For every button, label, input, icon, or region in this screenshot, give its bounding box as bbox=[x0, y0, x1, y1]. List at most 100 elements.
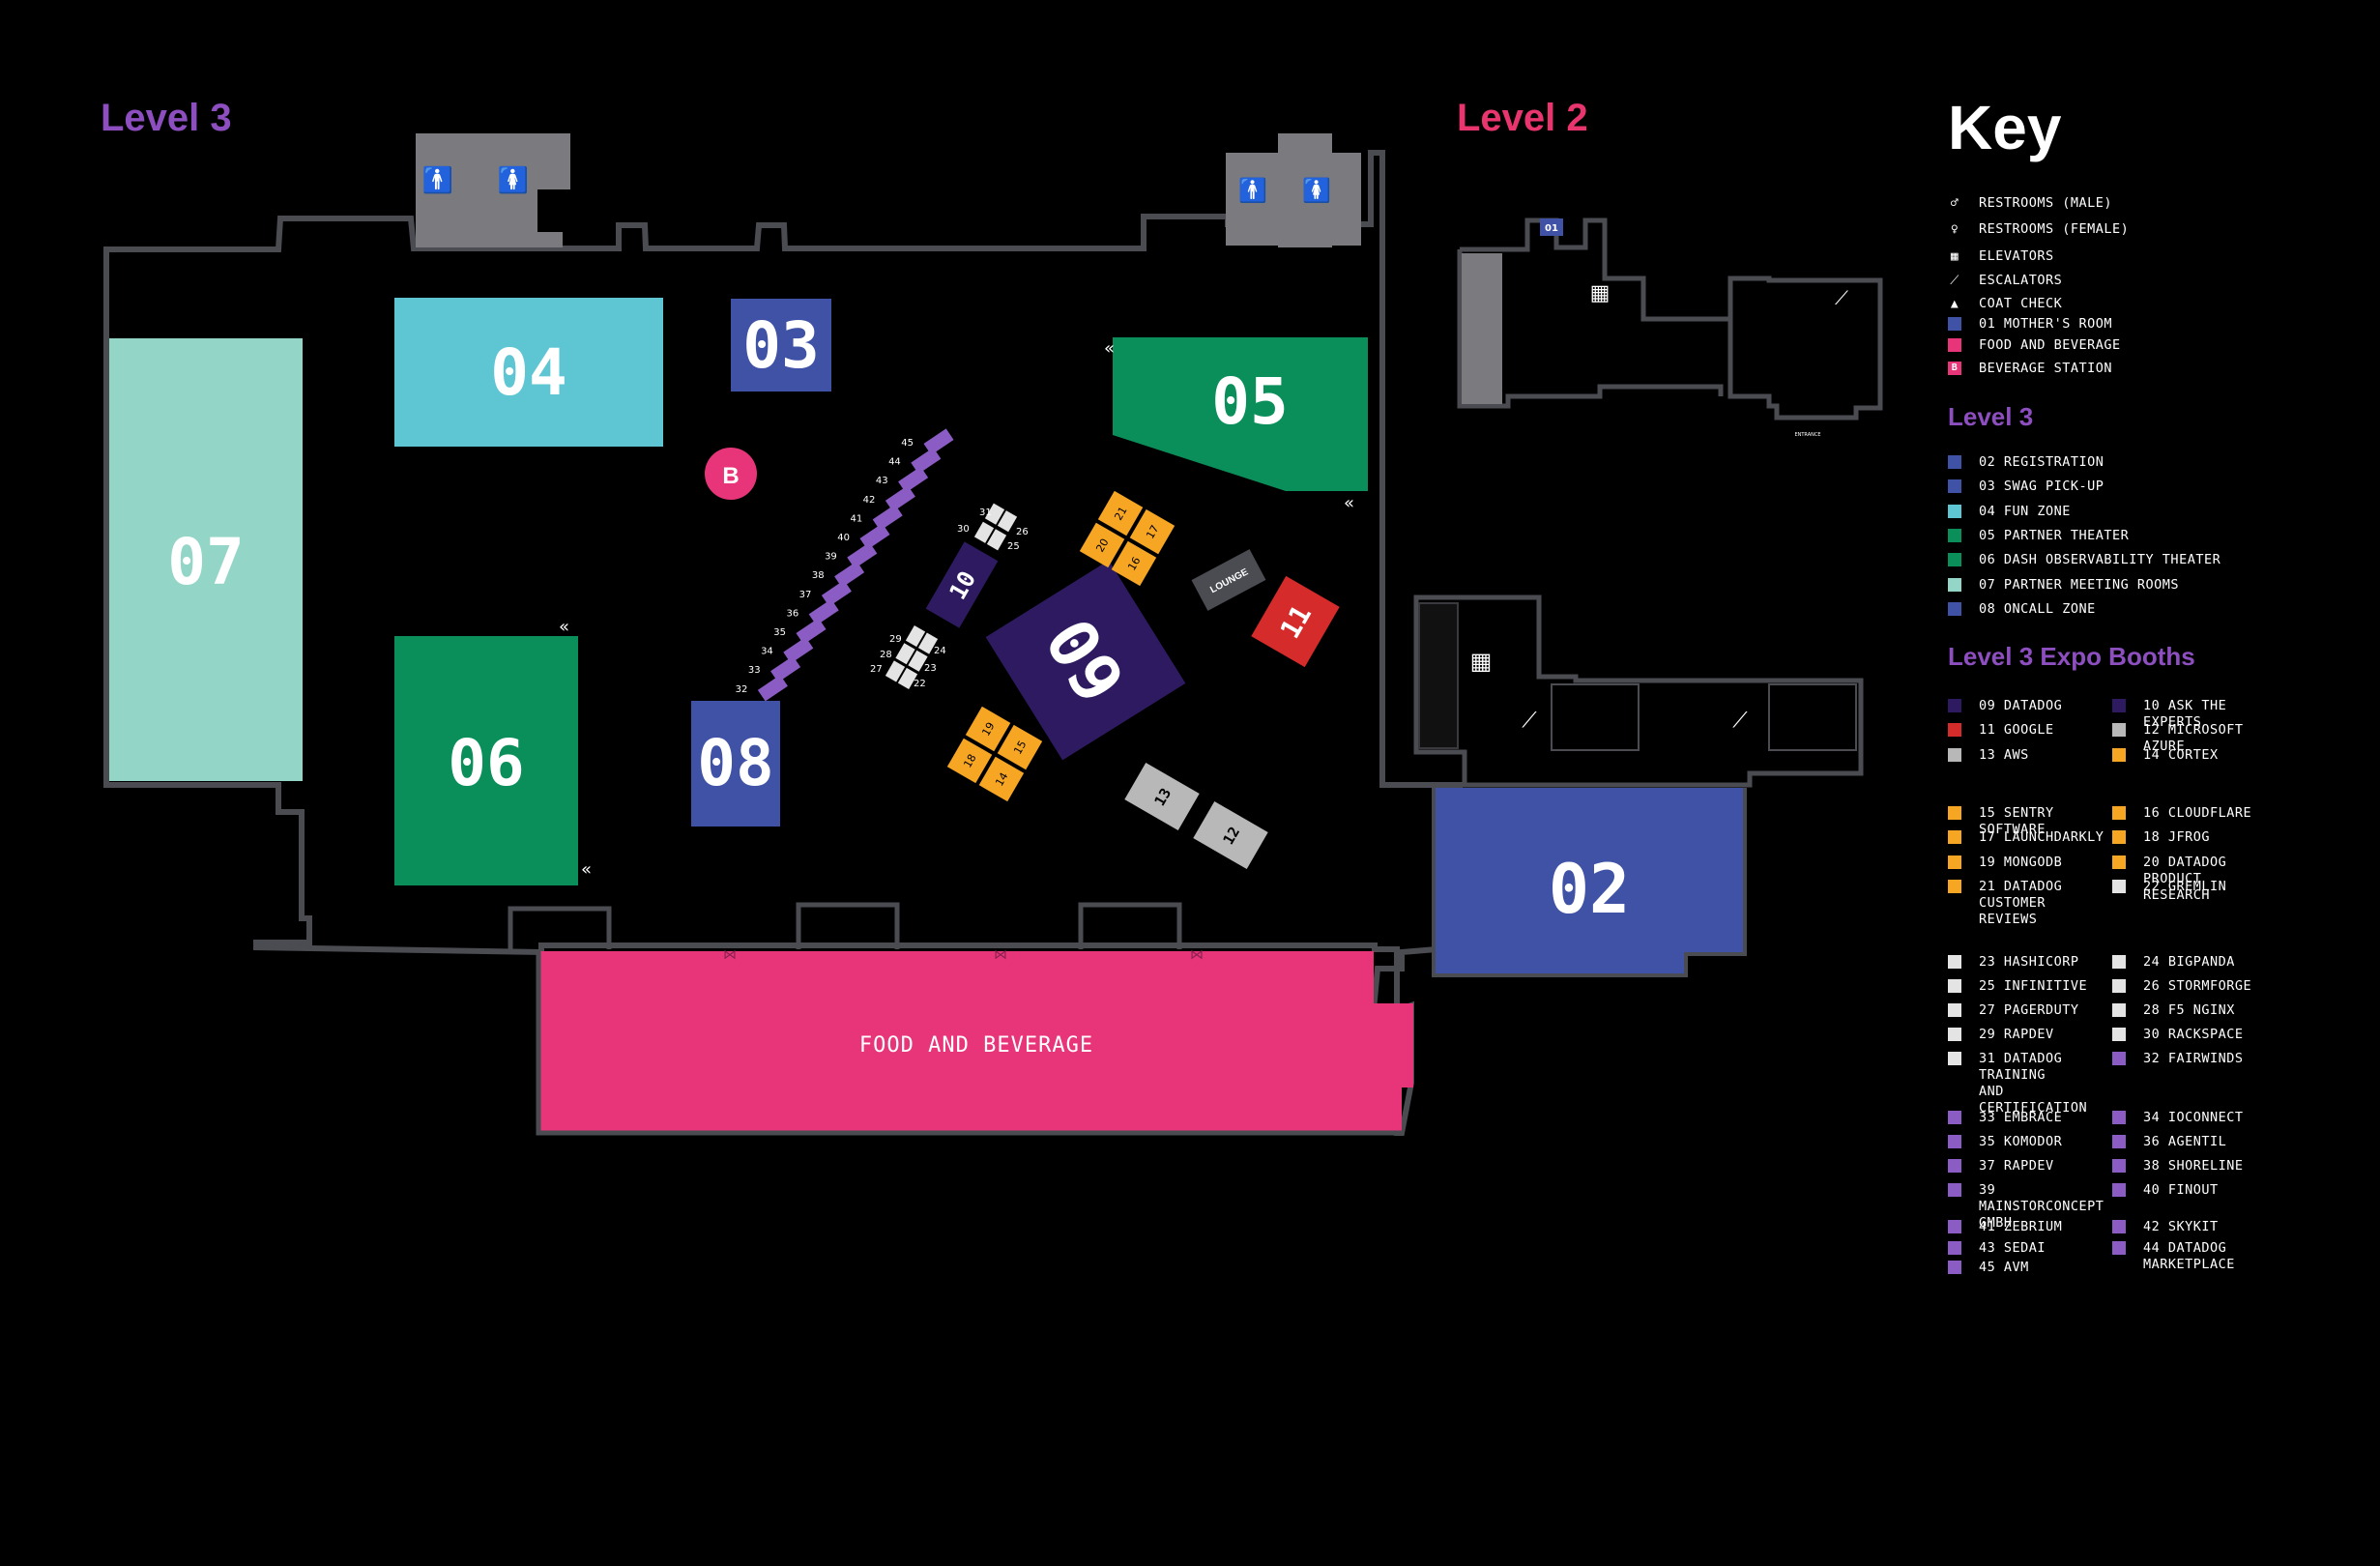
booth-33[interactable] bbox=[770, 655, 801, 682]
booth-26-label: 26 bbox=[1016, 527, 1029, 537]
booth-31-label: 31 bbox=[979, 508, 992, 518]
beverage-station-label: B bbox=[722, 463, 739, 489]
legend-item: 19 MONGODB bbox=[1948, 855, 2112, 871]
booth-41[interactable] bbox=[872, 504, 903, 532]
zone-07[interactable] bbox=[109, 338, 303, 781]
booth-27[interactable] bbox=[905, 625, 926, 648]
booth-28[interactable] bbox=[895, 643, 915, 665]
legend-swatch bbox=[1948, 1241, 1961, 1255]
legend-label: 40 FINOUT bbox=[2143, 1182, 2219, 1198]
legend-item: 15 SENTRY SOFTWARE bbox=[1948, 805, 2112, 838]
booth-40[interactable] bbox=[859, 523, 890, 550]
zone-03[interactable] bbox=[731, 299, 831, 392]
legend-label: 13 AWS bbox=[1979, 747, 2029, 763]
food-and-beverage-area[interactable] bbox=[538, 951, 1413, 1131]
zone-04[interactable] bbox=[394, 298, 663, 447]
booth-17[interactable] bbox=[1129, 508, 1175, 555]
booth-23-label: 23 bbox=[924, 663, 937, 674]
legend-swatch bbox=[1948, 601, 1961, 616]
legend-swatch bbox=[1948, 1052, 1961, 1065]
booth-34[interactable] bbox=[783, 636, 814, 664]
booth-44[interactable] bbox=[911, 447, 942, 475]
booth-26[interactable] bbox=[986, 529, 1007, 551]
entrance-label: ENTRANCE bbox=[1794, 432, 1820, 438]
legend-label: 25 INFINITIVE bbox=[1979, 978, 2088, 994]
booth-35[interactable] bbox=[796, 618, 827, 645]
restroom-female-icon: 🚺 bbox=[498, 165, 529, 195]
booth-25[interactable] bbox=[997, 510, 1018, 533]
legend-swatch bbox=[2112, 1003, 2126, 1017]
booth-31[interactable] bbox=[973, 521, 995, 543]
legend-swatch bbox=[1948, 1028, 1961, 1041]
legend-item: 45 AVM bbox=[1948, 1260, 2112, 1276]
zone-01[interactable] bbox=[1540, 218, 1563, 236]
legend-label: 06 DASH OBSERVABILITY THEATER bbox=[1979, 552, 2221, 568]
booth-19[interactable] bbox=[965, 706, 1011, 752]
booth-24[interactable] bbox=[897, 667, 918, 689]
booth-24-label: 24 bbox=[934, 646, 946, 656]
booth-32-label: 32 bbox=[736, 684, 748, 695]
legend-swatch bbox=[2112, 723, 2126, 737]
legend-item: 30 RACKSPACE bbox=[2112, 1027, 2277, 1043]
booth-20[interactable] bbox=[1079, 522, 1125, 568]
zone-08[interactable] bbox=[691, 701, 780, 826]
booth-29[interactable] bbox=[885, 660, 906, 682]
food-wall bbox=[536, 951, 1402, 1136]
booth-42[interactable] bbox=[885, 485, 915, 512]
booth-37[interactable] bbox=[821, 580, 852, 607]
legend-swatch bbox=[2112, 1159, 2126, 1173]
booth-38[interactable] bbox=[834, 561, 865, 588]
legend-label: RESTROOMS (FEMALE) bbox=[1979, 221, 2130, 237]
beverage-station-badge[interactable] bbox=[705, 448, 757, 500]
booth-30[interactable] bbox=[984, 503, 1005, 525]
legend-swatch bbox=[2112, 1135, 2126, 1148]
booth-36[interactable] bbox=[808, 598, 839, 626]
zone-03-label: 03 bbox=[742, 308, 819, 383]
booth-28-label: 28 bbox=[880, 650, 892, 660]
legend-label: 21 DATADOG CUSTOMER REVIEWS bbox=[1979, 879, 2063, 927]
legend-label: 36 AGENTIL bbox=[2143, 1134, 2227, 1149]
booth-16[interactable] bbox=[1111, 540, 1157, 587]
zone-05[interactable] bbox=[1113, 337, 1368, 491]
booth-39[interactable] bbox=[847, 541, 878, 569]
zone-13[interactable] bbox=[1124, 762, 1200, 831]
booth-15[interactable] bbox=[997, 724, 1043, 770]
legend-label: 27 PAGERDUTY bbox=[1979, 1002, 2079, 1018]
legend-booths-title: Level 3 Expo Booths bbox=[1948, 642, 2195, 671]
booth-21[interactable] bbox=[1097, 490, 1144, 536]
zone-12[interactable] bbox=[1193, 800, 1268, 870]
legend-label: 02 REGISTRATION bbox=[1979, 454, 2104, 470]
legend-item: 22 GREMLIN bbox=[2112, 879, 2277, 895]
legend-label: 19 MONGODB bbox=[1979, 855, 2063, 870]
legend-label: 33 EMBRACE bbox=[1979, 1110, 2063, 1125]
stairs-chevron-icon: « bbox=[581, 859, 592, 880]
legend-swatch bbox=[1948, 1111, 1961, 1124]
booth-40-label: 40 bbox=[837, 533, 850, 543]
zone-06[interactable] bbox=[394, 636, 578, 885]
zone-07-label: 07 bbox=[167, 525, 244, 599]
legend-item: ♀ RESTROOMS (FEMALE) bbox=[1948, 221, 2129, 238]
zone-10[interactable] bbox=[925, 541, 999, 628]
legend-item: 11 GOOGLE bbox=[1948, 722, 2112, 739]
booth-45[interactable] bbox=[923, 428, 954, 455]
booth-18[interactable] bbox=[946, 738, 993, 784]
booth-23[interactable] bbox=[908, 650, 928, 672]
legend-label: 15 SENTRY SOFTWARE bbox=[1979, 805, 2054, 837]
legend-swatch bbox=[2112, 1028, 2126, 1041]
legend-label: 24 BIGPANDA bbox=[2143, 954, 2235, 970]
zone-09[interactable] bbox=[985, 560, 1186, 761]
zone-11[interactable] bbox=[1251, 575, 1340, 668]
booth-43[interactable] bbox=[898, 466, 929, 493]
booth-22[interactable] bbox=[917, 632, 939, 654]
level3-wall-doors bbox=[508, 902, 1182, 949]
legend-label: 44 DATADOG MARKETPLACE bbox=[2143, 1240, 2235, 1272]
legend-swatch bbox=[2112, 1052, 2126, 1065]
booth-32[interactable] bbox=[757, 675, 788, 702]
zone-02[interactable] bbox=[1436, 788, 1745, 973]
legend-item: 10 ASK THE EXPERTS bbox=[2112, 698, 2277, 731]
booth-14[interactable] bbox=[978, 756, 1025, 802]
elevator-icon: ▦ bbox=[1950, 249, 1959, 264]
stairs-block bbox=[1418, 602, 1459, 749]
lounge[interactable] bbox=[1191, 549, 1266, 611]
legend-label: 10 ASK THE EXPERTS bbox=[2143, 698, 2227, 730]
